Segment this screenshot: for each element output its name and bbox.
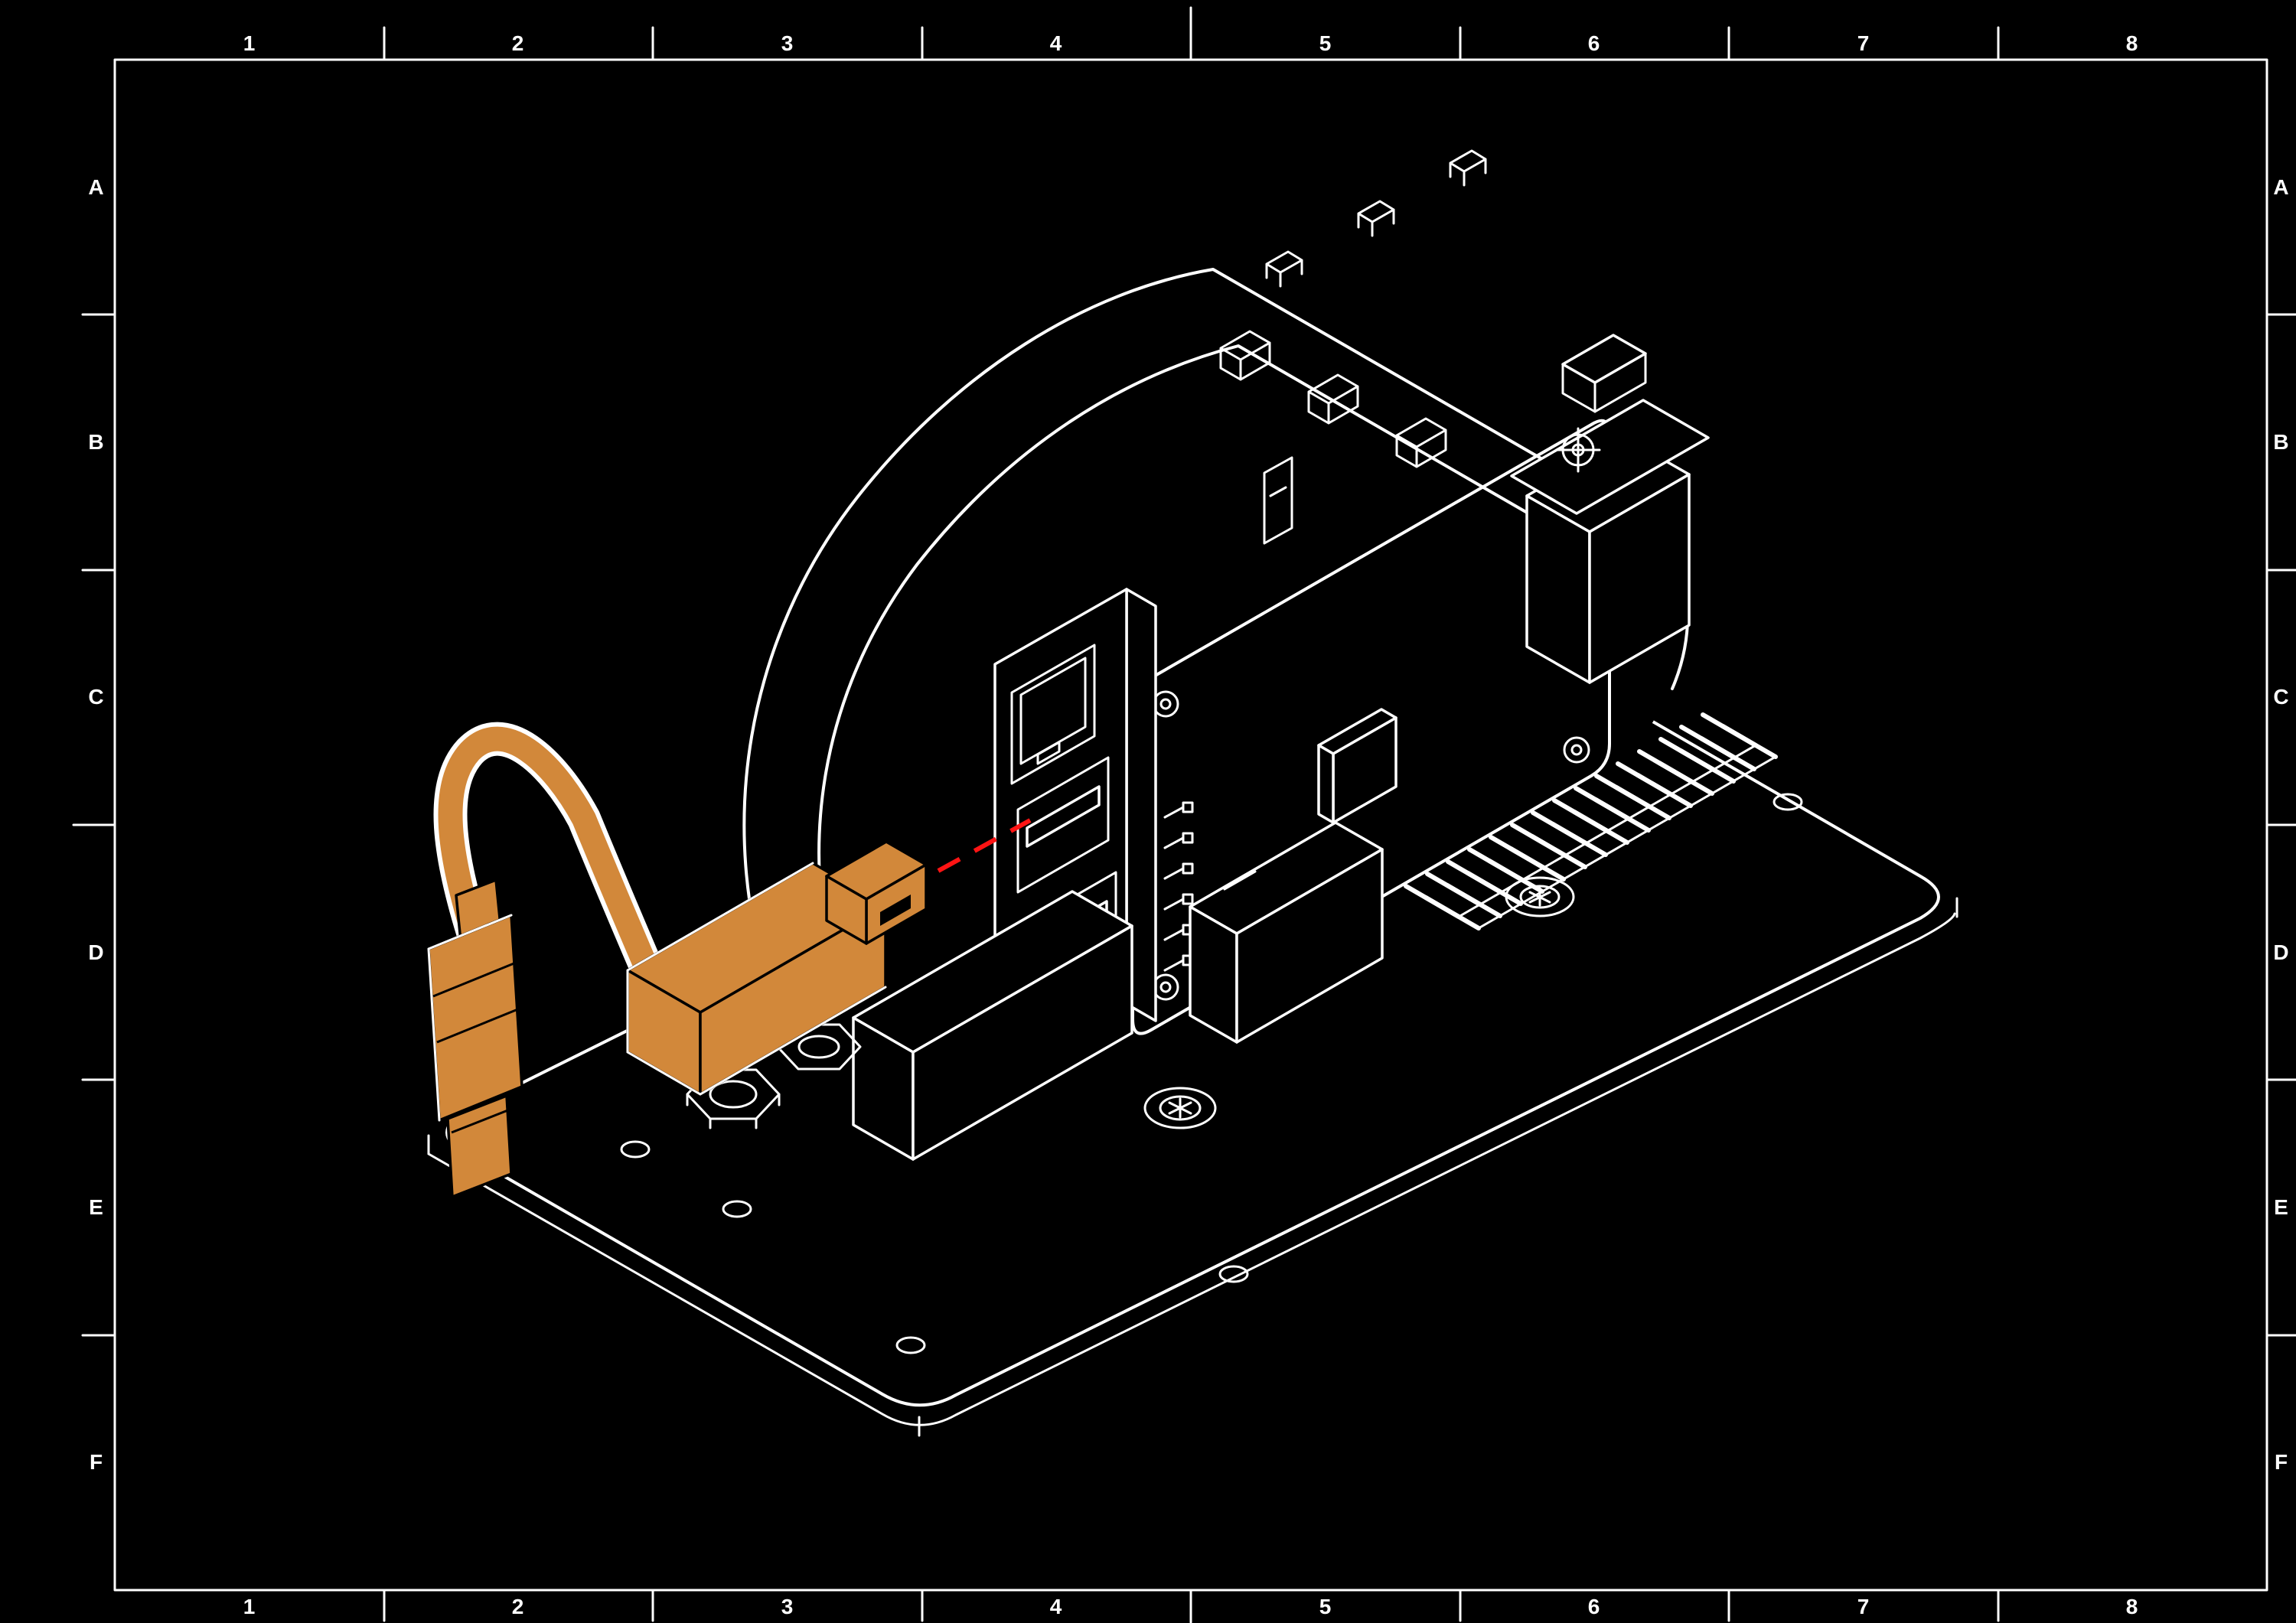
servo-bracket: [1561, 334, 1647, 413]
zone-label-top-3: 3: [781, 31, 794, 55]
zone-label-bottom-2: 2: [511, 1595, 525, 1618]
servo-horn: [1555, 427, 1601, 473]
usb-plug-opening: [880, 895, 911, 926]
zone-label-left-B: B: [88, 430, 105, 454]
zone-label-bottom-4: 4: [1049, 1595, 1063, 1618]
usb-port-upper: [1016, 756, 1110, 894]
power-cable: [433, 722, 666, 990]
zone-label-bottom-3: 3: [781, 1595, 794, 1618]
zone-ticks: [72, 6, 2296, 1623]
zone-label-top-2: 2: [511, 31, 525, 55]
zone-label-left-D: D: [88, 940, 105, 964]
zone-label-bottom-8: 8: [2125, 1595, 2139, 1618]
zone-label-top-7: 7: [1857, 31, 1870, 55]
gpio-pins: [1404, 712, 1778, 930]
cable-connector-end: [427, 878, 523, 1198]
mounting-screw-front: [1143, 1087, 1217, 1129]
zone-label-bottom-1: 1: [243, 1595, 256, 1618]
zone-label-top-8: 8: [2125, 31, 2139, 55]
zone-label-top-6: 6: [1587, 31, 1601, 55]
zone-label-top-4: 4: [1049, 31, 1063, 55]
cover-shell: [742, 149, 1690, 1018]
zone-label-bottom-6: 6: [1587, 1595, 1601, 1618]
insertion-guide-line: [937, 818, 1032, 873]
main-chip: [1317, 708, 1397, 824]
zone-label-left-F: F: [89, 1450, 104, 1474]
zone-label-bottom-7: 7: [1857, 1595, 1870, 1618]
servo-assembly: [1510, 334, 1710, 684]
zone-label-right-A: A: [2273, 175, 2290, 199]
zone-label-right-B: B: [2273, 430, 2290, 454]
cover-clips: [1219, 330, 1447, 468]
cover-slot: [1263, 456, 1293, 545]
ethernet-port: [1010, 644, 1096, 785]
zone-label-right-C: C: [2273, 685, 2290, 709]
top-edge-fittings: [1265, 149, 1487, 288]
zone-label-top-5: 5: [1319, 31, 1332, 55]
controller-board: [1131, 419, 1778, 1044]
baseplate-holes: [620, 793, 1803, 1354]
zone-label-left-A: A: [88, 175, 105, 199]
zone-label-bottom-5: 5: [1319, 1595, 1332, 1618]
connector-block: [1189, 821, 1384, 1044]
zone-label-right-E: E: [2274, 1195, 2289, 1219]
zone-label-right-D: D: [2273, 940, 2290, 964]
zone-label-right-F: F: [2274, 1450, 2289, 1474]
zone-label-left-C: C: [88, 685, 105, 709]
cable-mount-block: [852, 890, 1133, 1161]
hex-nuts: [686, 1023, 862, 1129]
cable-connector-main: [626, 840, 928, 1096]
zone-label-left-E: E: [89, 1195, 104, 1219]
servo-flange: [1510, 399, 1710, 515]
zone-label-top-1: 1: [243, 31, 256, 55]
